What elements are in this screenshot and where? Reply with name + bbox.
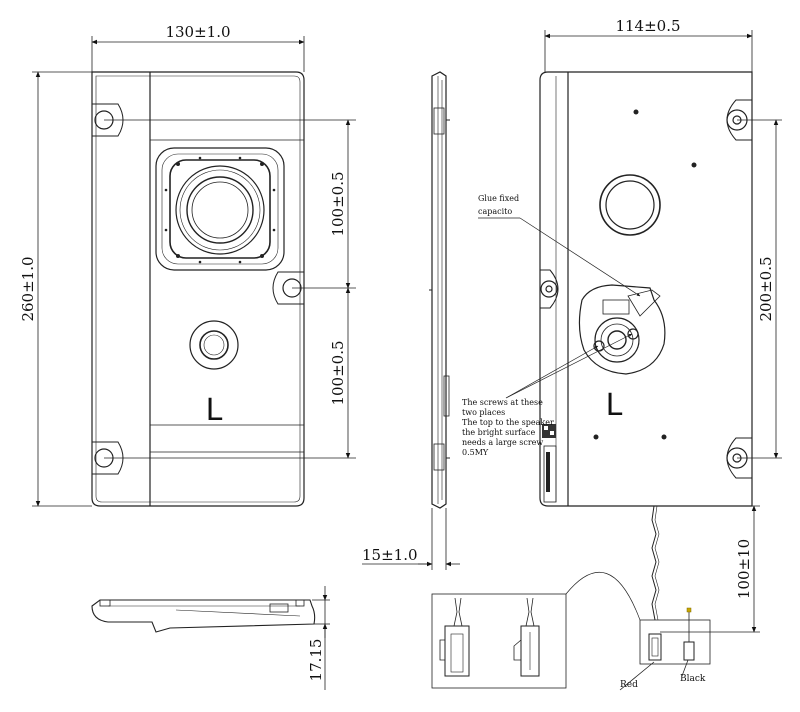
back-speaker-magnet — [599, 174, 661, 236]
screw-note-line-1: The screws at these — [462, 398, 543, 407]
front-dimensions — [32, 36, 356, 507]
glue-note-line-2: capacito — [478, 207, 512, 216]
screw-note-line-6: 0.5MY — [462, 448, 489, 457]
connector-enlarged-view — [431, 571, 641, 689]
screw-note-line-5: needs a large screw — [462, 438, 543, 447]
screw-note-line-4: the bright surface — [462, 428, 535, 437]
glue-note-line-1: Glue fixed — [478, 194, 519, 203]
glue-note: Glue fixed capacito — [478, 194, 641, 297]
back-body-outline — [539, 71, 753, 507]
screw-note-line-3: The top to the speaker — [462, 418, 554, 427]
screw-note-line-2: two places — [462, 408, 505, 417]
front-port — [189, 320, 239, 370]
back-dimensions — [544, 30, 782, 633]
side-thickness-dim: 15±1.0 — [362, 546, 418, 564]
side-dimensions — [362, 508, 460, 570]
front-view: L — [91, 71, 305, 507]
front-hole-spacing-lower: 100±0.5 — [329, 340, 347, 405]
front-body-outline — [91, 71, 305, 507]
back-l-marking: L — [606, 388, 623, 423]
bottom-height-dim: 17.15 — [307, 639, 325, 682]
back-port-assembly — [578, 284, 666, 375]
front-hole-spacing-upper: 100±0.5 — [329, 171, 347, 236]
connector-black-label: Black — [680, 674, 706, 684]
back-width-dim: 114±0.5 — [615, 17, 680, 35]
back-lead-length-dim: 100±10 — [735, 539, 753, 599]
bottom-dimensions — [312, 586, 330, 690]
lead-wire — [651, 505, 660, 621]
back-qr-label — [542, 424, 557, 503]
front-height-dim: 260±1.0 — [19, 256, 37, 321]
front-width-dim: 130±1.0 — [165, 23, 230, 41]
screw-note: The screws at these two places The top t… — [462, 333, 633, 457]
front-l-marking: L — [206, 393, 223, 428]
connector-detail — [619, 607, 711, 691]
connector-red-label: Red — [620, 680, 638, 690]
bottom-view — [91, 599, 316, 633]
back-mount-hole-mid — [540, 269, 559, 309]
back-view: L — [539, 71, 753, 507]
side-view — [429, 71, 450, 509]
front-speaker-driver — [155, 147, 285, 271]
back-hole-spacing-dim: 200±0.5 — [757, 256, 775, 321]
